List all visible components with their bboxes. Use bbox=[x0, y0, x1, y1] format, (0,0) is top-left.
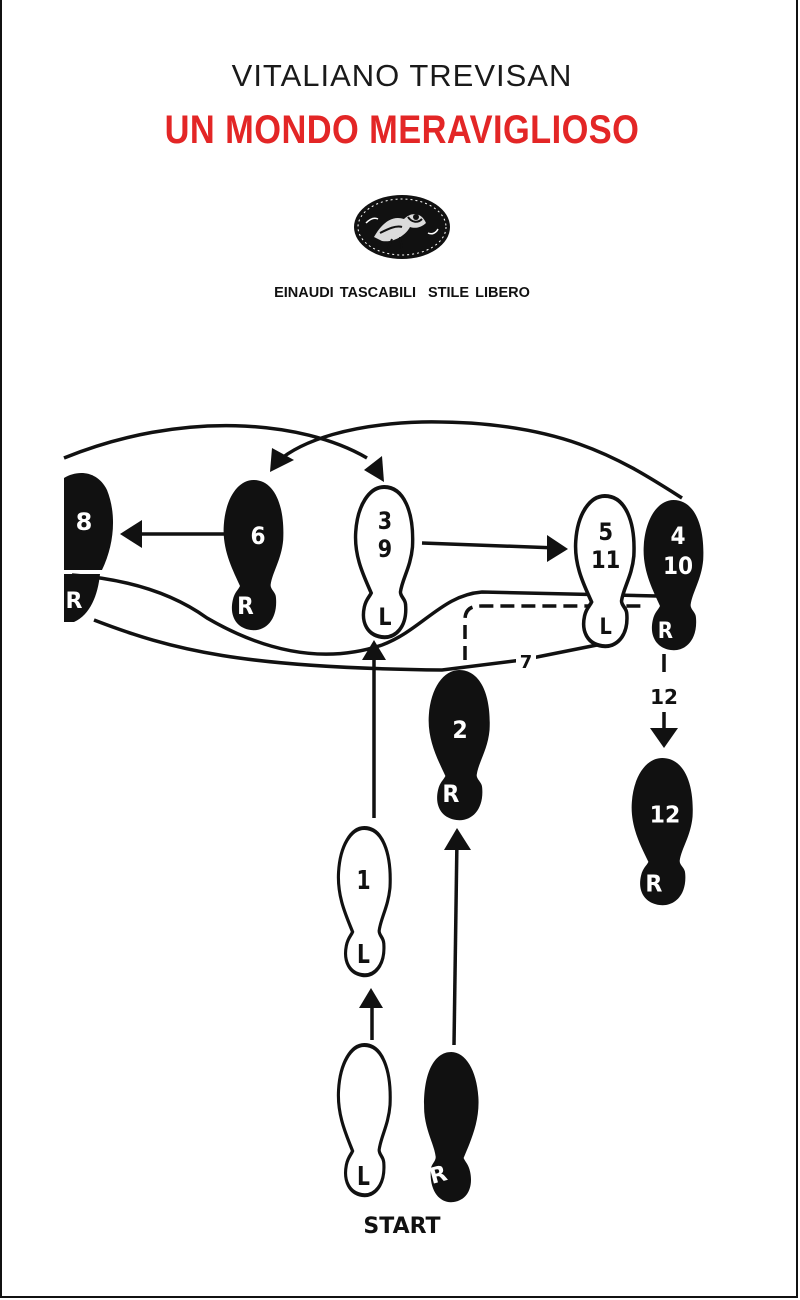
footprint-step-2: 2 R bbox=[428, 670, 490, 821]
footprint-step-6: 6 R bbox=[223, 480, 284, 631]
path-label-7: 7 bbox=[520, 652, 533, 673]
svg-text:L: L bbox=[600, 614, 612, 639]
publisher-logo-icon bbox=[354, 195, 450, 259]
svg-text:R: R bbox=[658, 618, 673, 643]
arrow-down-icon bbox=[650, 728, 678, 748]
path-lines bbox=[63, 420, 683, 1046]
svg-text:3: 3 bbox=[378, 508, 392, 536]
svg-text:L: L bbox=[378, 604, 391, 632]
svg-text:2: 2 bbox=[452, 717, 467, 744]
svg-text:R: R bbox=[66, 589, 83, 614]
arrow-curve-icon bbox=[270, 448, 294, 472]
arrow-up-icon bbox=[444, 828, 471, 850]
svg-text:R: R bbox=[427, 1161, 450, 1190]
footprint-step-5-11: 5 11 L bbox=[573, 494, 637, 649]
svg-text:R: R bbox=[442, 781, 459, 808]
footprint-start-left: L bbox=[336, 1043, 393, 1198]
arrow-up-icon bbox=[362, 640, 386, 660]
svg-text:5: 5 bbox=[598, 519, 613, 547]
svg-text:9: 9 bbox=[378, 536, 392, 564]
arrow-curve-icon bbox=[364, 456, 384, 482]
series-line: EINAUDI TASCABILI STILE LIBERO bbox=[2, 285, 800, 301]
footprint-step-3-9: 3 9 L bbox=[353, 485, 415, 640]
author-name: VITALIANO TREVISAN bbox=[231, 58, 573, 93]
svg-text:10: 10 bbox=[663, 553, 693, 580]
footprint-step-4-10: 4 10 R bbox=[643, 500, 704, 651]
start-label: START bbox=[363, 1214, 441, 1239]
arrow-left-icon bbox=[120, 520, 142, 548]
arrow-right-icon bbox=[547, 535, 568, 562]
arrow-up-icon bbox=[359, 988, 383, 1008]
svg-text:R: R bbox=[645, 871, 662, 898]
series-collection: STILE LIBERO bbox=[428, 285, 530, 301]
footprint-step-8: 8 R bbox=[64, 473, 114, 622]
svg-text:1: 1 bbox=[356, 867, 370, 896]
book-title: UN MONDO MERAVIGLIOSO bbox=[164, 108, 640, 152]
svg-text:L: L bbox=[357, 941, 370, 970]
svg-text:11: 11 bbox=[591, 547, 620, 575]
series-publisher: EINAUDI TASCABILI bbox=[274, 285, 416, 301]
footprint-step-1: 1 L bbox=[336, 826, 393, 978]
svg-text:R: R bbox=[237, 593, 254, 620]
svg-text:8: 8 bbox=[76, 508, 93, 536]
path-label-12: 12 bbox=[650, 685, 678, 709]
svg-text:L: L bbox=[357, 1162, 370, 1192]
svg-text:4: 4 bbox=[670, 523, 685, 550]
svg-text:6: 6 bbox=[250, 523, 265, 550]
svg-text:12: 12 bbox=[650, 802, 681, 829]
footprint-step-12: 12 R bbox=[631, 758, 693, 906]
